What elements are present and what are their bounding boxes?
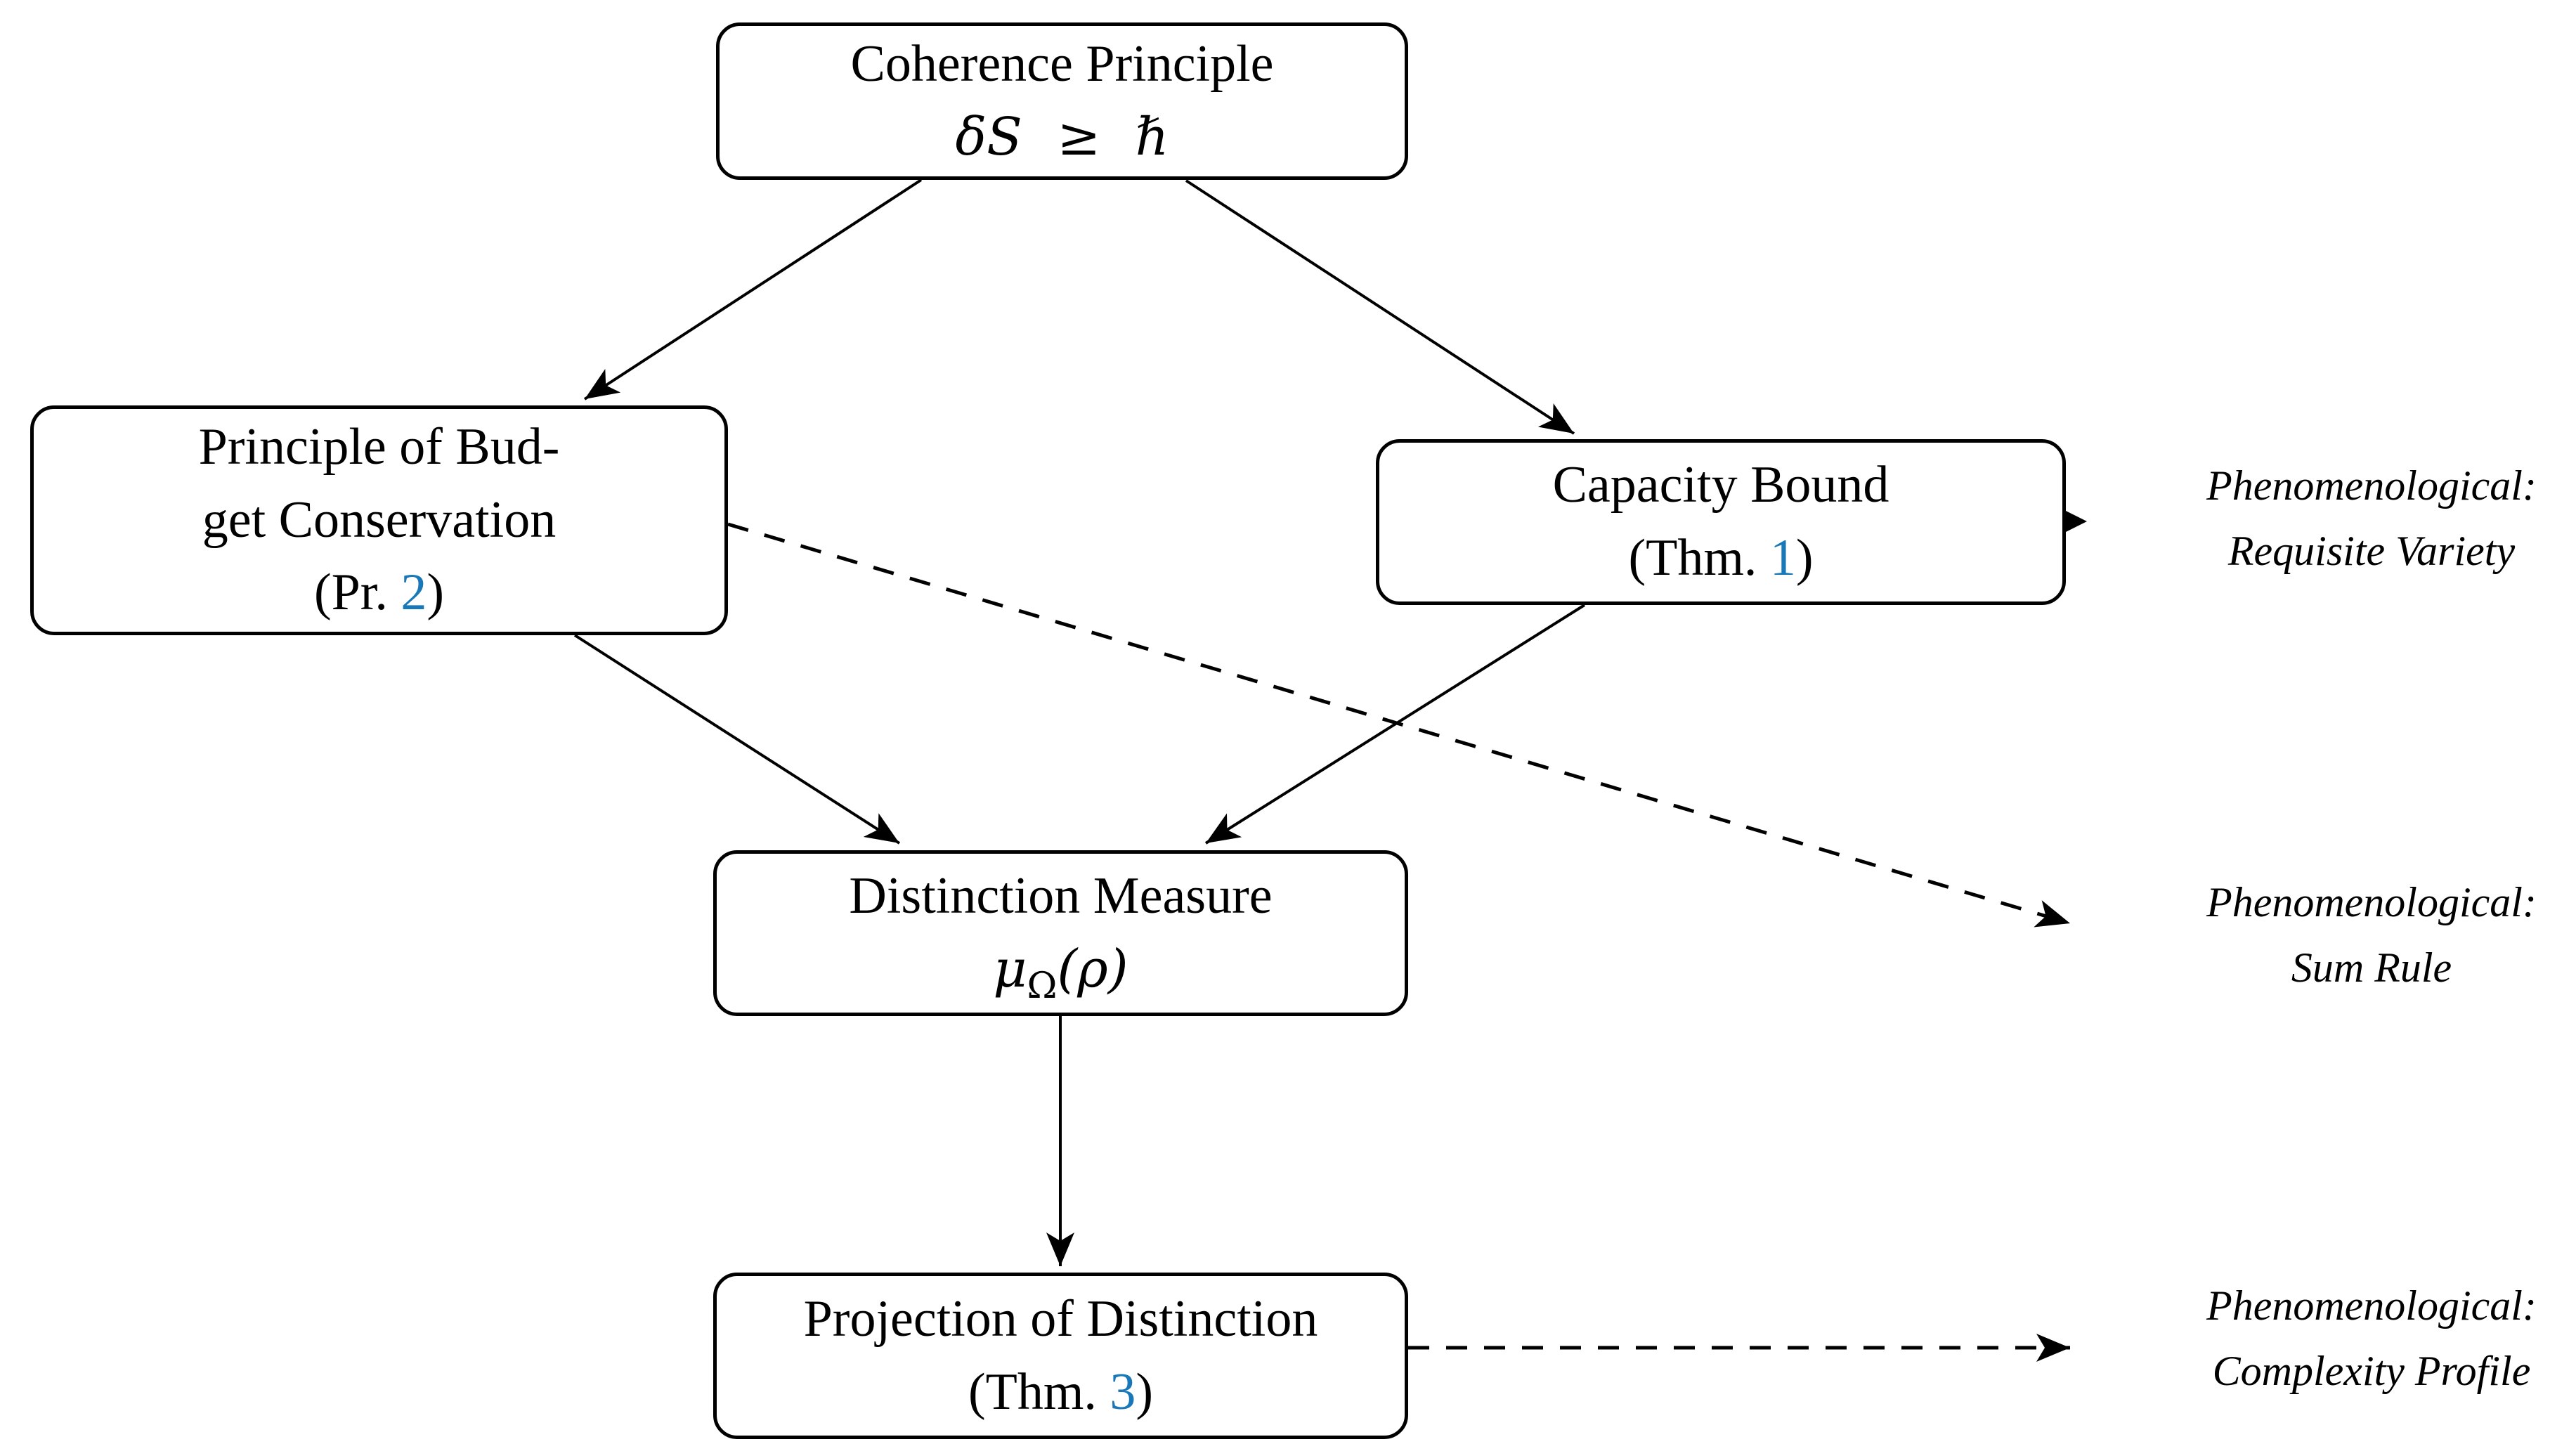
node-projection-ref: (Thm. 3) <box>968 1356 1153 1429</box>
node-coherence-principle: Coherence Principle δS ≥ ℏ <box>716 22 1408 180</box>
edge-budget-to-sum-rule-dashed <box>727 522 2071 928</box>
node-capacity-title: Capacity Bound <box>1552 456 1889 514</box>
label-phenomenological-requisite-variety: Phenomenological: Requisite Variety <box>2161 453 2576 584</box>
node-distinction-title: Distinction Measure <box>849 867 1273 925</box>
label-sum-line1: Phenomenological: <box>2206 879 2537 925</box>
node-budget-ref-suffix: ) <box>427 564 444 622</box>
node-budget-conservation: Principle of Bud- get Conservation (Pr. … <box>30 405 728 635</box>
label-sum-line2: Sum Rule <box>2291 944 2452 991</box>
node-distinction-measure: Distinction Measure μΩ(ρ) <box>713 850 1408 1016</box>
node-distinction-formula: μΩ(ρ) <box>993 933 1128 1006</box>
formula-mu: μ <box>993 939 1027 999</box>
label-complexity-line2: Complexity Profile <box>2212 1348 2531 1394</box>
node-capacity-ref-suffix: ) <box>1795 529 1814 587</box>
node-projection-ref-prefix: (Thm. <box>968 1362 1110 1421</box>
node-capacity-ref-prefix: (Thm. <box>1628 529 1770 587</box>
node-budget-ref-prefix: (Pr. <box>313 564 401 622</box>
label-requisite-line1: Phenomenological: <box>2206 462 2537 509</box>
node-projection-ref-suffix: ) <box>1136 1362 1154 1421</box>
edge-coherence-to-budget <box>583 178 923 401</box>
node-coherence-formula: δS ≥ ℏ <box>955 107 1169 167</box>
node-budget-ref: (Pr. 2) <box>314 557 444 630</box>
formula-omega-subscript: Ω <box>1027 964 1058 1007</box>
node-coherence-title: Coherence Principle <box>850 35 1274 93</box>
label-phenomenological-sum-rule: Phenomenological: Sum Rule <box>2161 870 2576 1001</box>
node-capacity-ref: (Thm. 1) <box>1628 522 1813 595</box>
formula-rho: (ρ) <box>1057 939 1128 999</box>
node-budget-line2: get Conservation <box>202 490 557 549</box>
node-budget-ref-link[interactable]: 2 <box>401 564 427 622</box>
label-complexity-line1: Phenomenological: <box>2206 1282 2537 1329</box>
node-budget-line1: Principle of Bud- <box>198 418 560 476</box>
label-requisite-line2: Requisite Variety <box>2227 528 2516 574</box>
label-phenomenological-complexity-profile: Phenomenological: Complexity Profile <box>2161 1273 2576 1404</box>
node-projection-of-distinction: Projection of Distinction (Thm. 3) <box>713 1273 1408 1439</box>
node-capacity-bound: Capacity Bound (Thm. 1) <box>1376 439 2066 605</box>
edge-coherence-to-capacity <box>1185 179 1575 435</box>
edge-budget-to-distinction <box>573 634 901 845</box>
node-projection-ref-link[interactable]: 3 <box>1110 1362 1136 1421</box>
node-capacity-ref-link[interactable]: 1 <box>1769 529 1796 587</box>
node-projection-title: Projection of Distinction <box>803 1289 1318 1348</box>
